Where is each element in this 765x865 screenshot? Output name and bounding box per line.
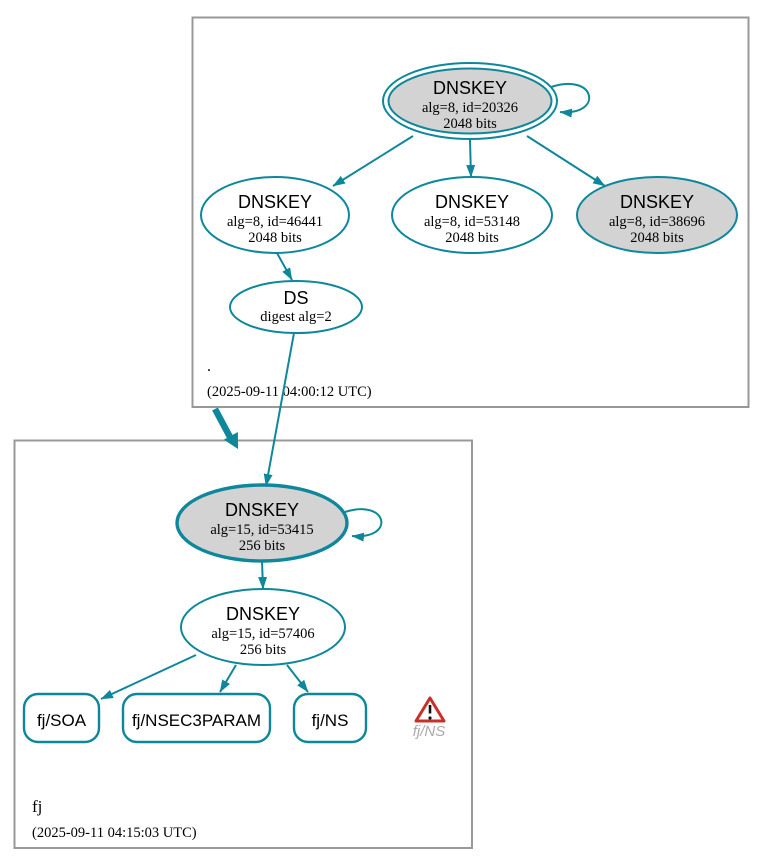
node-title: DNSKEY (225, 500, 299, 520)
node-bits: 2048 bits (630, 230, 684, 246)
node-bits: 256 bits (240, 642, 287, 658)
zone-label-root: . (207, 358, 211, 375)
node-title: DNSKEY (238, 192, 312, 212)
dnskey-node-57406: DNSKEY alg=15, id=57406 256 bits (180, 588, 346, 666)
node-title: DNSKEY (433, 78, 507, 98)
node-title: DS (283, 288, 308, 308)
node-bits: 2048 bits (443, 116, 497, 132)
node-detail: alg=15, id=53415 (210, 522, 313, 538)
warning-triangle-icon (414, 696, 446, 723)
node-title: DNSKEY (435, 192, 509, 212)
node-detail: digest alg=2 (260, 309, 331, 325)
dnskey-node-53415: DNSKEY alg=15, id=53415 256 bits (175, 483, 349, 563)
rrset-node-soa: fj/SOA (22, 692, 101, 744)
dnskey-node-38696: DNSKEY alg=8, id=38696 2048 bits (576, 176, 738, 254)
edge-delegation-root-to-fj (212, 407, 238, 449)
edge-zsk-fj-to-nsec3param (219, 664, 237, 693)
edge-ksk-root-to-zsk-46441 (332, 135, 414, 187)
rrset-node-nsec3param: fj/NSEC3PARAM (121, 692, 272, 744)
node-detail: alg=8, id=20326 (422, 100, 518, 116)
rrset-label: fj/SOA (37, 711, 87, 730)
rrset-node-ns: fj/NS (292, 692, 368, 744)
node-bits: 2048 bits (445, 230, 499, 246)
edge-zsk-46441-to-ds (276, 252, 293, 281)
zone-timestamp-root: (2025-09-11 04:00:12 UTC) (207, 384, 372, 400)
edge-zsk-fj-to-soa (100, 654, 197, 700)
node-detail: alg=8, id=38696 (609, 214, 705, 230)
edge-ksk-root-to-zsk-53148 (466, 139, 476, 178)
node-detail: alg=8, id=46441 (227, 214, 323, 230)
ds-node-root: DS digest alg=2 (229, 280, 363, 334)
rrset-label: fj/NSEC3PARAM (132, 711, 261, 730)
node-title: DNSKEY (620, 192, 694, 212)
edge-zsk-fj-to-ns (286, 664, 309, 693)
node-bits: 2048 bits (248, 230, 302, 246)
edge-self-loop-ksk-fj (344, 508, 383, 542)
node-title: DNSKEY (226, 604, 300, 624)
node-detail: alg=8, id=53148 (424, 214, 520, 230)
warning-node-fj-ns: fj/NS (413, 696, 446, 740)
zone-label-fj: fj (32, 797, 42, 816)
node-bits: 256 bits (239, 538, 286, 554)
zone-timestamp-fj: (2025-09-11 04:15:03 UTC) (32, 825, 197, 841)
edge-ksk-fj-to-zsk-fj (258, 560, 268, 590)
edge-ds-to-ksk-fj (263, 332, 295, 487)
warning-label: fj/NS (413, 723, 446, 740)
rrset-label: fj/NS (312, 711, 349, 730)
dnskey-node-53148: DNSKEY alg=8, id=53148 2048 bits (391, 176, 553, 254)
edge-self-loop-ksk-root (550, 82, 591, 118)
edge-ksk-root-to-ksk-38696 (526, 135, 606, 187)
dnskey-node-46441: DNSKEY alg=8, id=46441 2048 bits (200, 176, 350, 254)
node-detail: alg=15, id=57406 (211, 626, 314, 642)
dnskey-node-20326: DNSKEY alg=8, id=20326 2048 bits (382, 62, 558, 140)
